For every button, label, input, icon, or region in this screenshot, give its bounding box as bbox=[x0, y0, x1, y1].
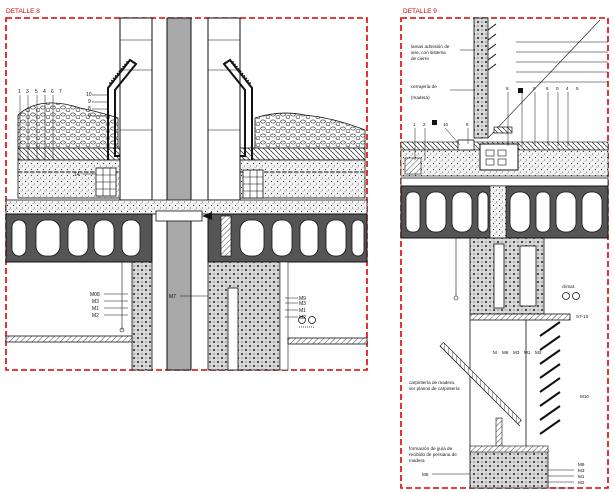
label-left-3: 3 bbox=[26, 89, 29, 95]
central-column bbox=[166, 17, 192, 371]
label-9-m6: M6 bbox=[502, 350, 509, 355]
slab-left-voids bbox=[11, 219, 141, 257]
right-sill bbox=[287, 337, 368, 345]
label-left-1: 1 bbox=[18, 89, 21, 95]
right-flashing bbox=[222, 58, 253, 160]
shutter-slats bbox=[539, 321, 561, 435]
detail-8: DETALLE 8 bbox=[5, 8, 368, 371]
window-sill-top bbox=[493, 126, 513, 134]
label-right-m2: M2 bbox=[299, 315, 306, 321]
louvre-shutter bbox=[487, 23, 497, 71]
label-right-m3: M3 bbox=[299, 301, 306, 307]
label-9-0: 0 bbox=[556, 86, 559, 91]
detail-9-title: DETALLE 9 bbox=[403, 8, 437, 15]
climate-symbol bbox=[298, 316, 316, 328]
label-bottom-m3: M3 bbox=[578, 468, 585, 473]
label-left-4: 4 bbox=[43, 89, 46, 95]
label-9-8: 8 bbox=[506, 86, 509, 91]
label-left-6b: 6 bbox=[88, 113, 91, 119]
label-9-m1: M1 bbox=[524, 350, 531, 355]
slab-9-voids bbox=[405, 191, 603, 233]
ac-unit bbox=[479, 143, 519, 171]
dark-marker-2 bbox=[518, 88, 523, 93]
label-carpinteria2: ver planos de carpintería bbox=[409, 386, 460, 391]
label-bottom-m9: M9 bbox=[578, 462, 585, 467]
label-9-6: 6 bbox=[466, 122, 469, 127]
climate-symbol-9 bbox=[562, 292, 580, 300]
label-bottom-m5: M5 bbox=[422, 472, 429, 477]
label-left-5: 5 bbox=[35, 89, 38, 95]
label-formacion2: recibido de persiana de bbox=[409, 452, 457, 457]
detail-8-title: DETALLE 8 bbox=[6, 8, 40, 15]
label-9-m3: M3 bbox=[513, 350, 520, 355]
label-lamas2: aire, con sistema bbox=[411, 50, 446, 55]
left-gravel-bed bbox=[17, 102, 119, 149]
right-parapet bbox=[207, 17, 241, 201]
expansion-joint bbox=[155, 210, 203, 222]
label-right-m9: M9 bbox=[299, 296, 306, 302]
label-carpinteria: carpintería de madera. bbox=[409, 380, 455, 385]
label-left-9: 9 bbox=[88, 99, 91, 105]
label-left-14: 14 bbox=[74, 172, 80, 178]
right-gravel-bed bbox=[254, 112, 366, 149]
label-climat: climat. bbox=[562, 284, 575, 289]
label-bottom-m1: M1 bbox=[578, 474, 585, 479]
label-left-m1: M1 bbox=[92, 306, 99, 312]
label-lamas: lamas admisión de bbox=[411, 44, 450, 49]
label-9-2: 2 bbox=[423, 122, 426, 127]
label-left-m08: M08 bbox=[90, 292, 100, 298]
bottom-wall bbox=[469, 449, 549, 489]
label-bottom-m2: M2 bbox=[578, 480, 585, 485]
label-cerrajeria2: (madera) bbox=[411, 95, 430, 100]
detail-9-frame bbox=[400, 17, 609, 489]
lower-left-wall bbox=[131, 261, 153, 371]
slab-right-voids bbox=[239, 219, 365, 257]
label-9-m: M bbox=[493, 350, 497, 355]
label-left-8: 8 bbox=[88, 106, 91, 112]
left-flashing bbox=[107, 58, 138, 160]
label-9-6b: 6 bbox=[546, 86, 549, 91]
label-left-6: 6 bbox=[51, 89, 54, 95]
label-left-m7: M7 bbox=[169, 294, 176, 300]
label-9-9: 9 bbox=[533, 86, 536, 91]
lower-right-wall bbox=[207, 261, 281, 371]
label-formacion3: madera bbox=[409, 458, 425, 463]
label-9-10: 10 bbox=[443, 122, 449, 127]
label-9-m10: M10 bbox=[580, 394, 589, 399]
right-vent-box bbox=[242, 169, 264, 199]
label-left-7: 7 bbox=[59, 89, 62, 95]
left-parapet bbox=[119, 17, 153, 201]
label-right-m1: M1 bbox=[299, 308, 306, 314]
label-9-m2: M2 bbox=[535, 350, 542, 355]
label-9-4: 4 bbox=[566, 86, 569, 91]
detail-9: DETALLE 9 bbox=[400, 8, 609, 489]
left-membrane-layers bbox=[17, 147, 121, 161]
label-left-m2: M2 bbox=[92, 313, 99, 319]
label-left-10: 10 bbox=[86, 92, 92, 98]
right-membrane-layers bbox=[239, 147, 366, 161]
label-9-5: 5 bbox=[576, 86, 579, 91]
slab-9-top-band bbox=[400, 177, 609, 187]
label-9-1: 1 bbox=[413, 122, 416, 127]
label-left-m3: M3 bbox=[92, 299, 99, 305]
dark-marker-1 bbox=[432, 120, 437, 125]
label-s7-10: S7-10 bbox=[576, 314, 589, 319]
upper-wall bbox=[473, 17, 489, 139]
left-vent-box bbox=[95, 167, 117, 197]
label-cerrajeria: cerrajería de bbox=[411, 84, 437, 89]
label-formacion: formación de guía de bbox=[409, 446, 453, 451]
label-lamas3: de cierre bbox=[411, 56, 429, 61]
left-sill bbox=[5, 335, 133, 343]
